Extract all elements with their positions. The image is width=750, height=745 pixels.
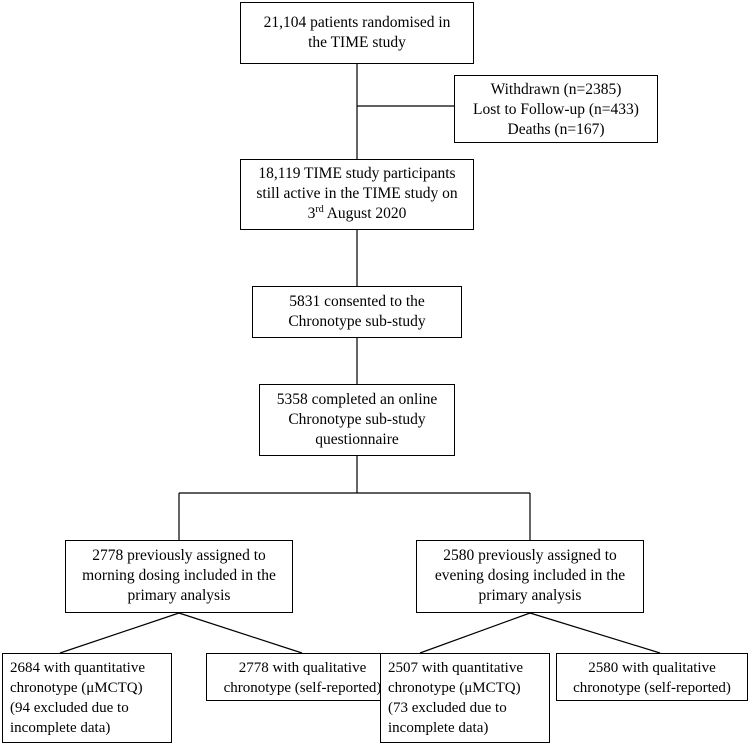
- morning-quant-line-3: (94 excluded due to: [10, 700, 129, 716]
- randomised-box: 21,104 patients randomised in the TIME s…: [240, 2, 474, 64]
- randomised-line-1: 21,104 patients randomised in: [263, 14, 451, 31]
- active-date-suffix: rd: [315, 204, 324, 215]
- morning-quant-box: 2684 with quantitative chronotype (μMCTQ…: [2, 653, 172, 743]
- connector-morning-quant: [59, 612, 180, 654]
- excluded-deaths: Deaths (n=167): [507, 121, 605, 138]
- connector-evening-qual: [529, 612, 661, 654]
- morning-qual-line-1: 2778 with qualitative: [238, 660, 367, 676]
- morning-quant-line-2: chronotype (μMCTQ): [10, 680, 143, 696]
- evening-quant-line-1: 2507 with quantitative: [388, 660, 523, 676]
- evening-box: 2580 previously assigned to evening dosi…: [416, 540, 644, 613]
- morning-box: 2778 previously assigned to morning dosi…: [65, 540, 293, 613]
- excluded-box: Withdrawn (n=2385) Lost to Follow-up (n=…: [454, 75, 658, 143]
- active-box: 18,119 TIME study participants still act…: [240, 159, 474, 230]
- consented-line-2: Chronotype sub-study: [288, 313, 426, 330]
- active-date-rest: August 2020: [323, 205, 407, 222]
- morning-line-1: 2778 previously assigned to: [92, 547, 266, 564]
- morning-line-3: primary analysis: [127, 587, 231, 604]
- completed-box: 5358 completed an online Chronotype sub-…: [259, 384, 455, 456]
- consented-line-1: 5831 consented to the: [289, 293, 425, 310]
- completed-line-3: questionnaire: [315, 431, 399, 448]
- completed-line-1: 5358 completed an online: [276, 391, 438, 408]
- completed-line-2: Chronotype sub-study: [288, 411, 426, 428]
- morning-qual-box: 2778 with qualitative chronotype (self-r…: [206, 653, 399, 701]
- evening-qual-box: 2580 with qualitative chronotype (self-r…: [556, 653, 748, 701]
- evening-line-2: evening dosing included in the: [434, 567, 626, 584]
- active-line-2: still active in the TIME study on: [256, 185, 458, 202]
- connector-evening-quant: [419, 612, 531, 654]
- morning-line-2: morning dosing included in the: [82, 567, 276, 584]
- consented-box: 5831 consented to the Chronotype sub-stu…: [252, 286, 462, 338]
- active-line-1: 18,119 TIME study participants: [258, 165, 456, 182]
- active-date-day: 3: [307, 205, 316, 222]
- morning-qual-line-2: chronotype (self-reported): [223, 680, 382, 696]
- evening-line-3: primary analysis: [478, 587, 582, 604]
- evening-qual-line-1: 2580 with qualitative: [588, 660, 716, 676]
- evening-quant-line-2: chronotype (μMCTQ): [388, 680, 521, 696]
- evening-quant-box: 2507 with quantitative chronotype (μMCTQ…: [380, 653, 550, 743]
- evening-line-1: 2580 previously assigned to: [443, 547, 617, 564]
- active-date: 3rd August 2020: [241, 204, 473, 224]
- randomised-line-2: the TIME study: [308, 34, 406, 51]
- evening-quant-line-3: (73 excluded due to: [388, 700, 507, 716]
- evening-qual-line-2: chronotype (self-reported): [573, 680, 731, 696]
- morning-quant-line-4: incomplete data): [10, 720, 111, 736]
- excluded-lost-follow-up: Lost to Follow-up (n=433): [473, 101, 639, 118]
- morning-quant-line-1: 2684 with quantitative: [10, 660, 145, 676]
- excluded-withdrawn: Withdrawn (n=2385): [490, 81, 622, 98]
- evening-quant-line-4: incomplete data): [388, 720, 489, 736]
- connector-morning-qual: [178, 612, 303, 654]
